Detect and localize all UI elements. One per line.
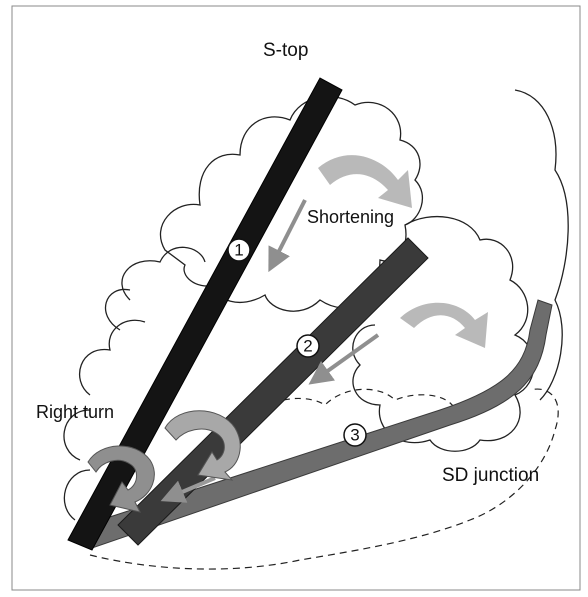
marker-1: 1 — [228, 239, 250, 261]
label-sd-junction: SD junction — [442, 465, 539, 486]
svg-text:2: 2 — [303, 337, 312, 356]
svg-text:3: 3 — [350, 426, 359, 445]
marker-3: 3 — [344, 424, 366, 446]
svg-text:1: 1 — [234, 241, 243, 260]
marker-2: 2 — [297, 335, 319, 357]
rotation-arrow-top — [318, 155, 412, 208]
label-right-turn: Right turn — [36, 402, 114, 422]
label-shortening: Shortening — [307, 207, 394, 227]
rotation-arrow-middle — [400, 303, 488, 348]
label-s-top: S-top — [263, 40, 308, 61]
